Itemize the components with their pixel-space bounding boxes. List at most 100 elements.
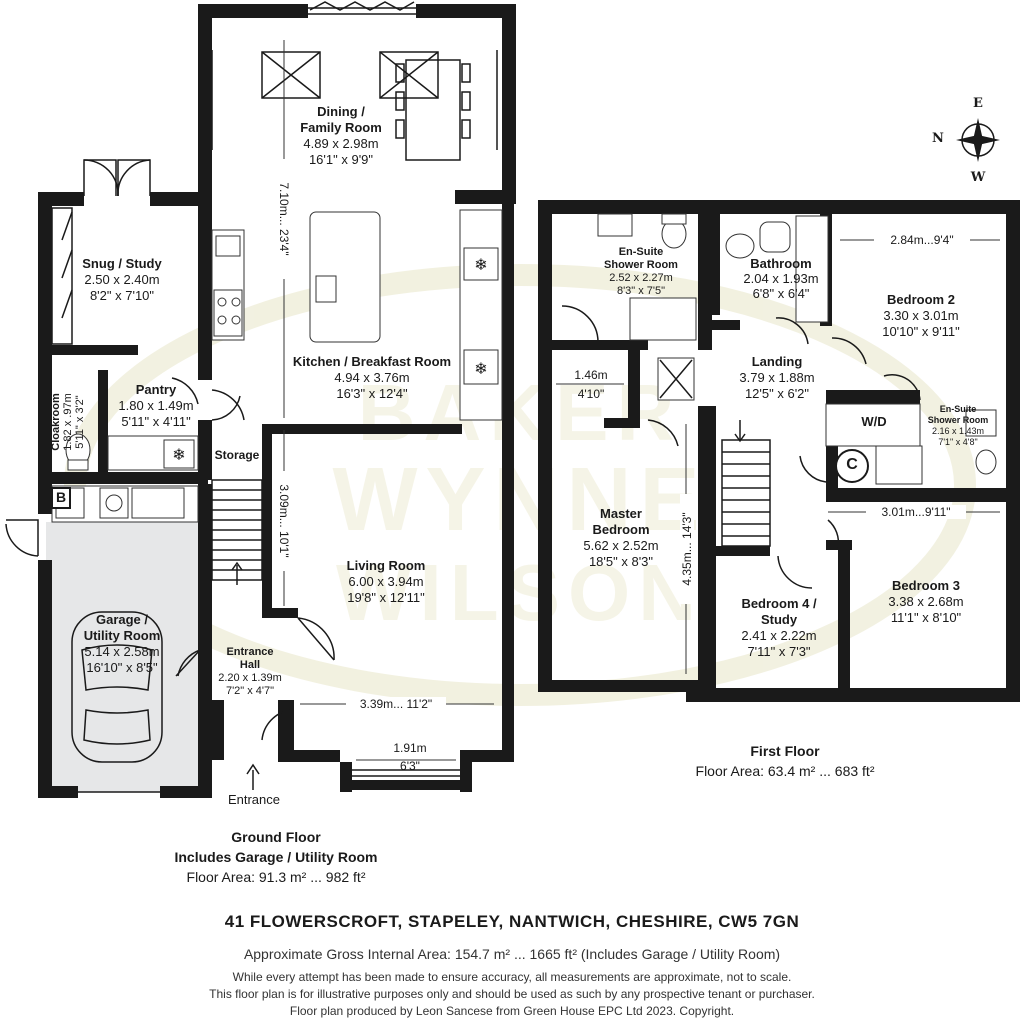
ground-floor-area: Floor Area: 91.3 m² ... 982 ft² — [186, 869, 366, 885]
room-name-2: Study — [760, 612, 798, 627]
ground-doors — [5, 377, 335, 741]
room-metric: 2.20 x 1.39m — [218, 672, 282, 684]
svg-text:WILSON: WILSON — [336, 548, 704, 637]
ground-floor-subtitle: Includes Garage / Utility Room — [174, 849, 378, 865]
dim-bed3-horizontal: 3.01m...9'11" — [866, 505, 966, 519]
property-address: 41 FLOWERSCROFT, STAPELEY, NANTWICH, CHE… — [224, 912, 800, 931]
room-entrance-hall: Entrance Hall 2.20 x 1.39m 7'2" x 4'7" — [200, 646, 300, 698]
kitchen-fixtures — [51, 209, 503, 523]
room-name-2: Utility Room — [83, 628, 161, 643]
room-imperial: 11'1" x 8'10" — [890, 610, 962, 625]
room-metric: 5.62 x 2.52m — [583, 538, 659, 553]
dim-living-vertical: 3.09m... 10'1" — [277, 471, 291, 571]
first-floor-walls — [538, 200, 1020, 702]
fridge-icon: ❄ — [474, 257, 487, 274]
room-bedroom-4: Bedroom 4 / Study 2.41 x 2.22m 7'11" x 7… — [722, 596, 836, 660]
room-metric: 2.04 x 1.93m — [743, 271, 819, 286]
boiler-box — [51, 487, 71, 509]
room-imperial: 8'3" x 7'5" — [616, 285, 666, 297]
dim-living-horizontal: 3.39m... 11'2" — [346, 697, 446, 711]
first-floor-doors — [561, 305, 921, 589]
room-name: Cloakroom — [50, 393, 62, 451]
room-name: En-Suite — [939, 404, 977, 414]
room-name-2: Shower Room — [604, 259, 678, 271]
room-name: Dining / — [317, 104, 365, 119]
dim-landing-imperial: 4'10" — [577, 387, 605, 401]
ground-floor-title: Ground Floor — [231, 829, 321, 845]
room-metric: 1.82 x .97m — [62, 393, 74, 451]
ground-floor-walls — [38, 4, 516, 798]
gross-internal-area: Approximate Gross Internal Area: 154.7 m… — [243, 946, 781, 962]
room-name-2: Bedroom — [592, 522, 650, 537]
cupboard-label: C — [846, 456, 858, 473]
room-storage: Storage — [214, 448, 260, 462]
disclaimer-line-3: Floor plan produced by Leon Sancese from… — [289, 1004, 735, 1018]
room-pantry: Pantry 1.80 x 1.49m 5'11" x 4'11" — [106, 382, 206, 430]
room-ensuite-1: En-Suite Shower Room 2.52 x 2.27m 8'3" x… — [586, 246, 696, 298]
room-metric: 6.00 x 3.94m — [348, 574, 424, 589]
snug-wardrobe — [51, 207, 73, 345]
entrance-label: Entrance — [227, 792, 281, 807]
room-imperial: 7'1" x 4'8" — [938, 437, 978, 447]
room-bathroom: Bathroom 2.04 x 1.93m 6'8" x 6'4" — [728, 256, 834, 301]
room-name: Bedroom 2 — [887, 292, 955, 307]
room-name: Bathroom — [750, 256, 812, 271]
compass-east-label: E — [973, 96, 983, 111]
boiler-label: B — [55, 489, 67, 505]
room-imperial: 18'5" x 8'3" — [588, 554, 654, 569]
room-name: En-Suite — [618, 246, 664, 258]
svg-text:BAKER: BAKER — [358, 368, 682, 457]
svg-text:WYNNE: WYNNE — [333, 450, 708, 550]
room-imperial: 5'11" x 4'11" — [121, 414, 191, 429]
room-name: Bedroom 4 / — [741, 596, 817, 611]
room-metric: 4.94 x 3.76m — [334, 370, 410, 385]
room-metric: 4.89 x 2.98m — [303, 136, 379, 151]
room-name: Snug / Study — [82, 256, 162, 271]
first-floor-area: Floor Area: 63.4 m² ... 683 ft² — [695, 763, 875, 779]
room-imperial: 19'8" x 12'11" — [347, 590, 425, 605]
compass-west-label: W — [970, 170, 986, 185]
room-imperial: 16'1" x 9'9" — [308, 152, 374, 167]
room-metric: 2.16 x 1.43m — [931, 426, 985, 436]
freezer-icon: ❄ — [474, 361, 487, 378]
dim-bay-metric: 1.91m — [393, 741, 427, 755]
wd-label: W/D — [861, 414, 887, 429]
room-metric: 3.30 x 3.01m — [883, 308, 959, 323]
room-name: Garage / — [95, 612, 149, 627]
room-imperial: 12'5" x 6'2" — [744, 386, 810, 401]
room-garage: Garage / Utility Room 5.14 x 2.58m 16'10… — [72, 612, 172, 676]
dim-dining-vertical: 7.10m... 23'4" — [277, 159, 291, 279]
dim-master-vertical: 4.35m... 14'3" — [680, 494, 694, 604]
dim-bed2-horizontal: 2.84m...9'4" — [874, 233, 970, 247]
cloakroom-wc — [65, 433, 91, 471]
skylights — [261, 51, 439, 99]
pantry-fridge-icon: ❄ — [172, 447, 185, 464]
room-imperial: 10'10" x 9'11" — [882, 324, 960, 339]
room-metric: 2.50 x 2.40m — [84, 272, 160, 287]
room-bedroom-2: Bedroom 2 3.30 x 3.01m 10'10" x 9'11" — [866, 292, 976, 340]
room-name-2: Shower Room — [927, 415, 989, 425]
room-metric: 3.38 x 2.68m — [888, 594, 964, 609]
room-imperial: 7'2" x 4'7" — [225, 685, 275, 697]
room-metric: 2.52 x 2.27m — [609, 272, 673, 284]
room-name-2: Hall — [239, 659, 261, 671]
compass-icon — [956, 118, 1000, 162]
room-metric: 3.79 x 1.88m — [739, 370, 815, 385]
room-name: Bedroom 3 — [892, 578, 960, 593]
room-name: Living Room — [346, 558, 426, 573]
room-name: Pantry — [135, 382, 177, 397]
room-landing: Landing 3.79 x 1.88m 12'5" x 6'2" — [722, 354, 832, 402]
room-name: Entrance — [226, 646, 274, 658]
room-master-bedroom: Master Bedroom 5.62 x 2.52m 18'5" x 8'3" — [566, 506, 676, 570]
room-imperial: 16'3" x 12'4" — [336, 386, 408, 401]
landing-skylight — [659, 359, 693, 399]
room-metric: 2.41 x 2.22m — [741, 628, 817, 643]
room-dining: Dining / Family Room 4.89 x 2.98m 16'1" … — [276, 104, 406, 168]
car-outline — [71, 611, 163, 763]
room-name: Master — [600, 506, 642, 521]
room-metric: 1.80 x 1.49m — [118, 398, 194, 413]
room-cloakroom: Cloakroom 1.82 x .97m 5'11" x 3'2" — [50, 372, 86, 472]
dim-landing-metric: 1.46m — [574, 368, 608, 382]
room-bedroom-3: Bedroom 3 3.38 x 2.68m 11'1" x 8'10" — [866, 578, 986, 626]
